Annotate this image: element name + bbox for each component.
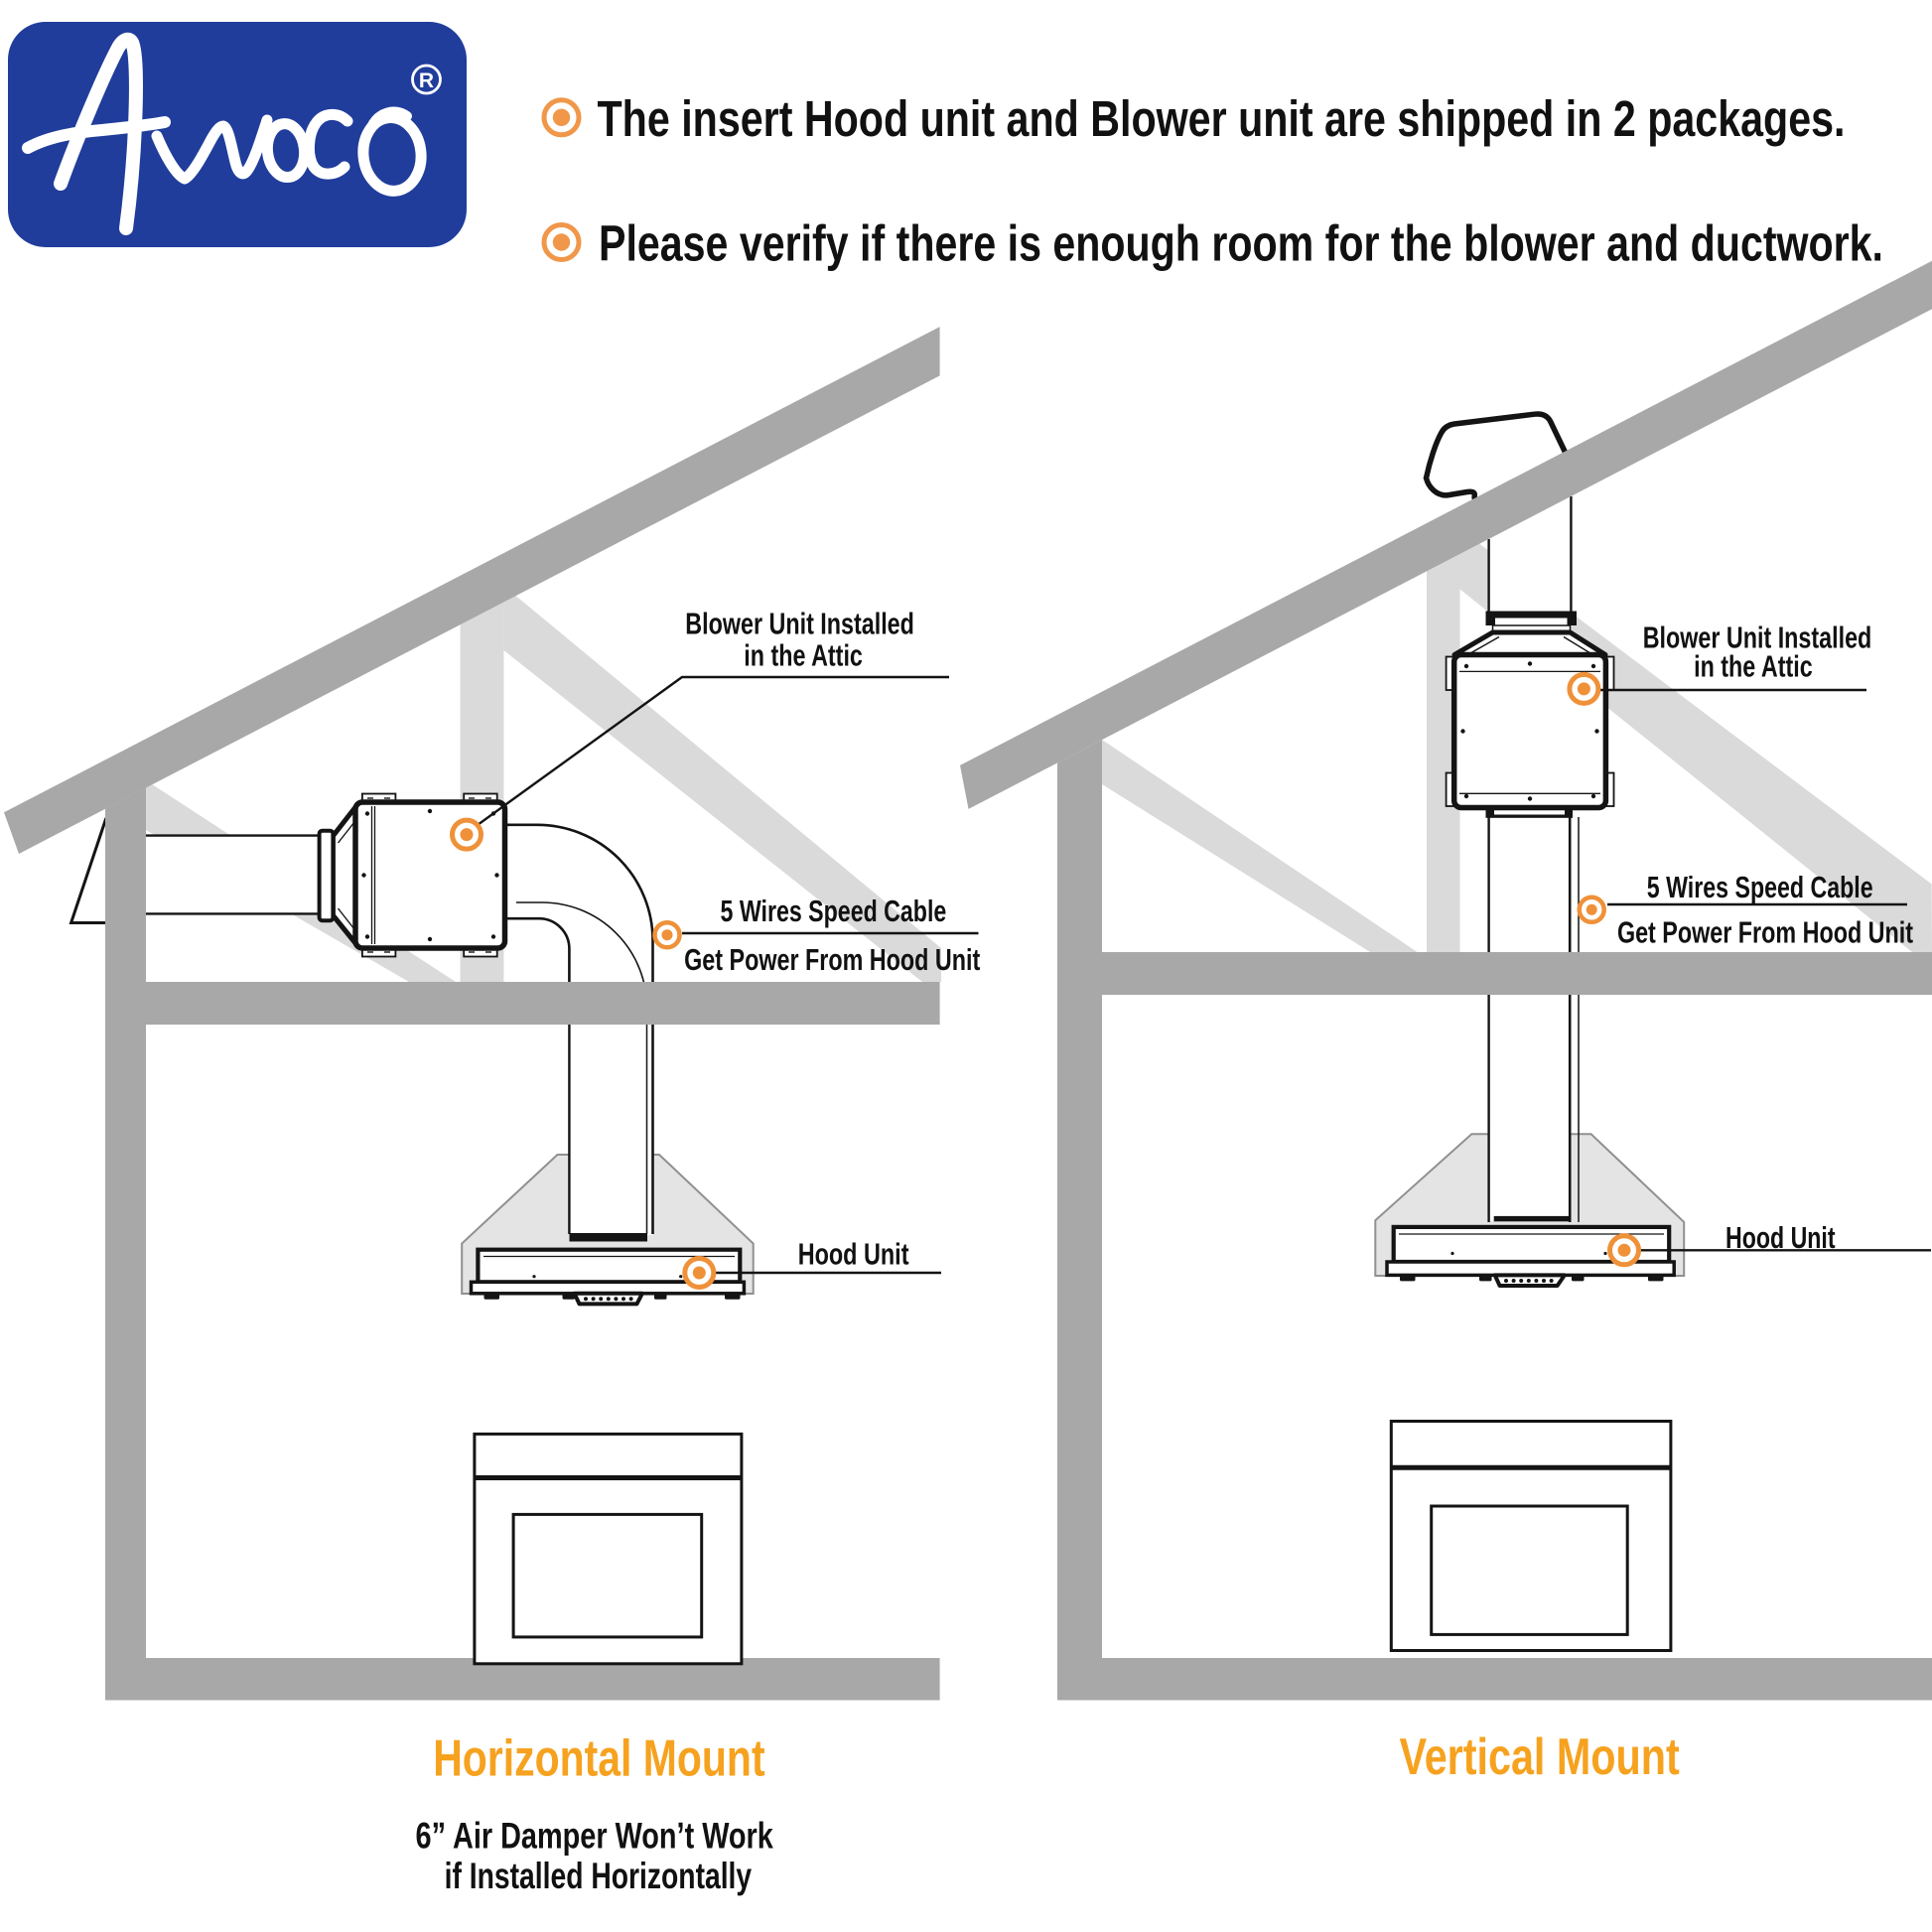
svg-text:Vertical Mount: Vertical Mount <box>1399 1728 1679 1786</box>
svg-text:5 Wires Speed Cable: 5 Wires Speed Cable <box>1647 870 1873 904</box>
svg-text:Hood Unit: Hood Unit <box>798 1237 909 1272</box>
svg-text:Hood Unit: Hood Unit <box>1725 1220 1836 1255</box>
svg-text:Get Power From Hood Unit: Get Power From Hood Unit <box>1617 914 1913 949</box>
svg-text:in the Attic: in the Attic <box>744 638 863 673</box>
svg-text:R: R <box>419 69 434 92</box>
svg-text:6” Air Damper Won’t Work: 6” Air Damper Won’t Work <box>416 1815 773 1857</box>
svg-text:Horizontal Mount: Horizontal Mount <box>433 1730 764 1788</box>
svg-text:Please verify if there is enou: Please verify if there is enough room fo… <box>599 215 1883 272</box>
svg-text:5 Wires Speed Cable: 5 Wires Speed Cable <box>721 894 947 928</box>
svg-text:Blower Unit Installed: Blower Unit Installed <box>1643 621 1872 655</box>
svg-text:The insert Hood unit and Blowe: The insert Hood unit and Blower unit are… <box>598 90 1846 147</box>
svg-text:if Installed Horizontally: if Installed Horizontally <box>445 1855 753 1896</box>
svg-text:in the Attic: in the Attic <box>1694 649 1813 684</box>
svg-text:Blower Unit Installed: Blower Unit Installed <box>685 607 914 641</box>
svg-text:Get Power From Hood Unit: Get Power From Hood Unit <box>684 942 980 977</box>
